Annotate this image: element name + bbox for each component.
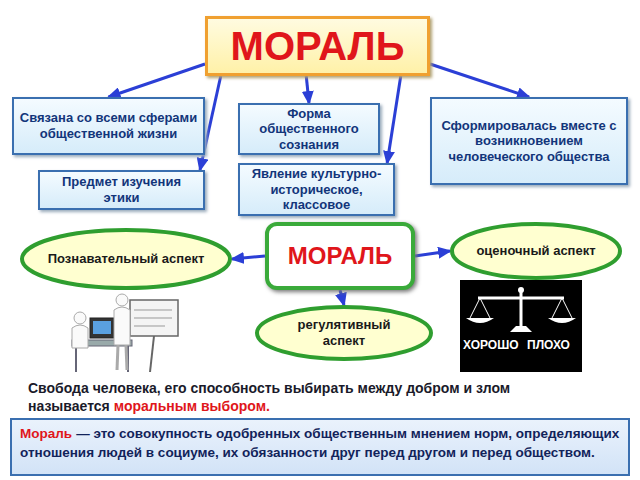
node-text: Предмет изучения этики <box>45 174 198 205</box>
arrow-connector <box>109 64 206 97</box>
fact-box: Форма общественного сознания <box>238 103 380 155</box>
scale-label: ПЛОХО <box>527 338 570 352</box>
fact-box: Сформировалась вместе с возникновением ч… <box>430 97 628 185</box>
arrow-connector <box>430 64 529 97</box>
arrow-connector <box>306 76 309 103</box>
arrow-connector <box>340 290 344 305</box>
arrow-connector <box>232 256 265 259</box>
node-text: Сформировалась вместе с возникновением ч… <box>437 118 621 165</box>
aspect-ellipse: оценочный аспект <box>450 222 622 280</box>
scale-label: ХОРОШО <box>463 338 519 352</box>
title-box: МОРАЛЬ <box>205 16 430 76</box>
note-text: моральным выбором. <box>114 398 270 414</box>
definition-band: Мораль— это совокупность одобренных обще… <box>10 418 630 476</box>
node-text: МОРАЛЬ <box>231 24 405 68</box>
scales-picture <box>460 280 582 372</box>
fact-box: Связана со всеми сферами общественной жи… <box>12 97 205 155</box>
fact-box: Явление культурно-историческое, классово… <box>238 163 395 216</box>
node-text: — это совокупность одобренных общественн… <box>20 426 619 460</box>
node-text: регулятивный аспект <box>281 317 407 348</box>
node-text: МОРАЛЬ <box>288 243 392 269</box>
moral-choice-note: Свобода человека, его способность выбира… <box>28 380 624 415</box>
office-illustration <box>72 294 178 372</box>
aspect-ellipse: Познавательный аспект <box>20 228 232 290</box>
node-text: Связана со всеми сферами общественной жи… <box>19 110 198 141</box>
center-box: МОРАЛЬ <box>265 222 415 290</box>
arrow-connector <box>415 251 450 256</box>
aspect-ellipse: регулятивный аспект <box>255 305 433 361</box>
arrow-connector <box>387 76 401 163</box>
fact-box: Предмет изучения этики <box>38 170 205 210</box>
node-text: Мораль <box>20 426 72 441</box>
node-text: оценочный аспект <box>476 243 595 259</box>
node-text: Форма общественного сознания <box>245 106 373 153</box>
node-text: Познавательный аспект <box>48 251 205 267</box>
node-text: Явление культурно-историческое, классово… <box>245 166 388 213</box>
